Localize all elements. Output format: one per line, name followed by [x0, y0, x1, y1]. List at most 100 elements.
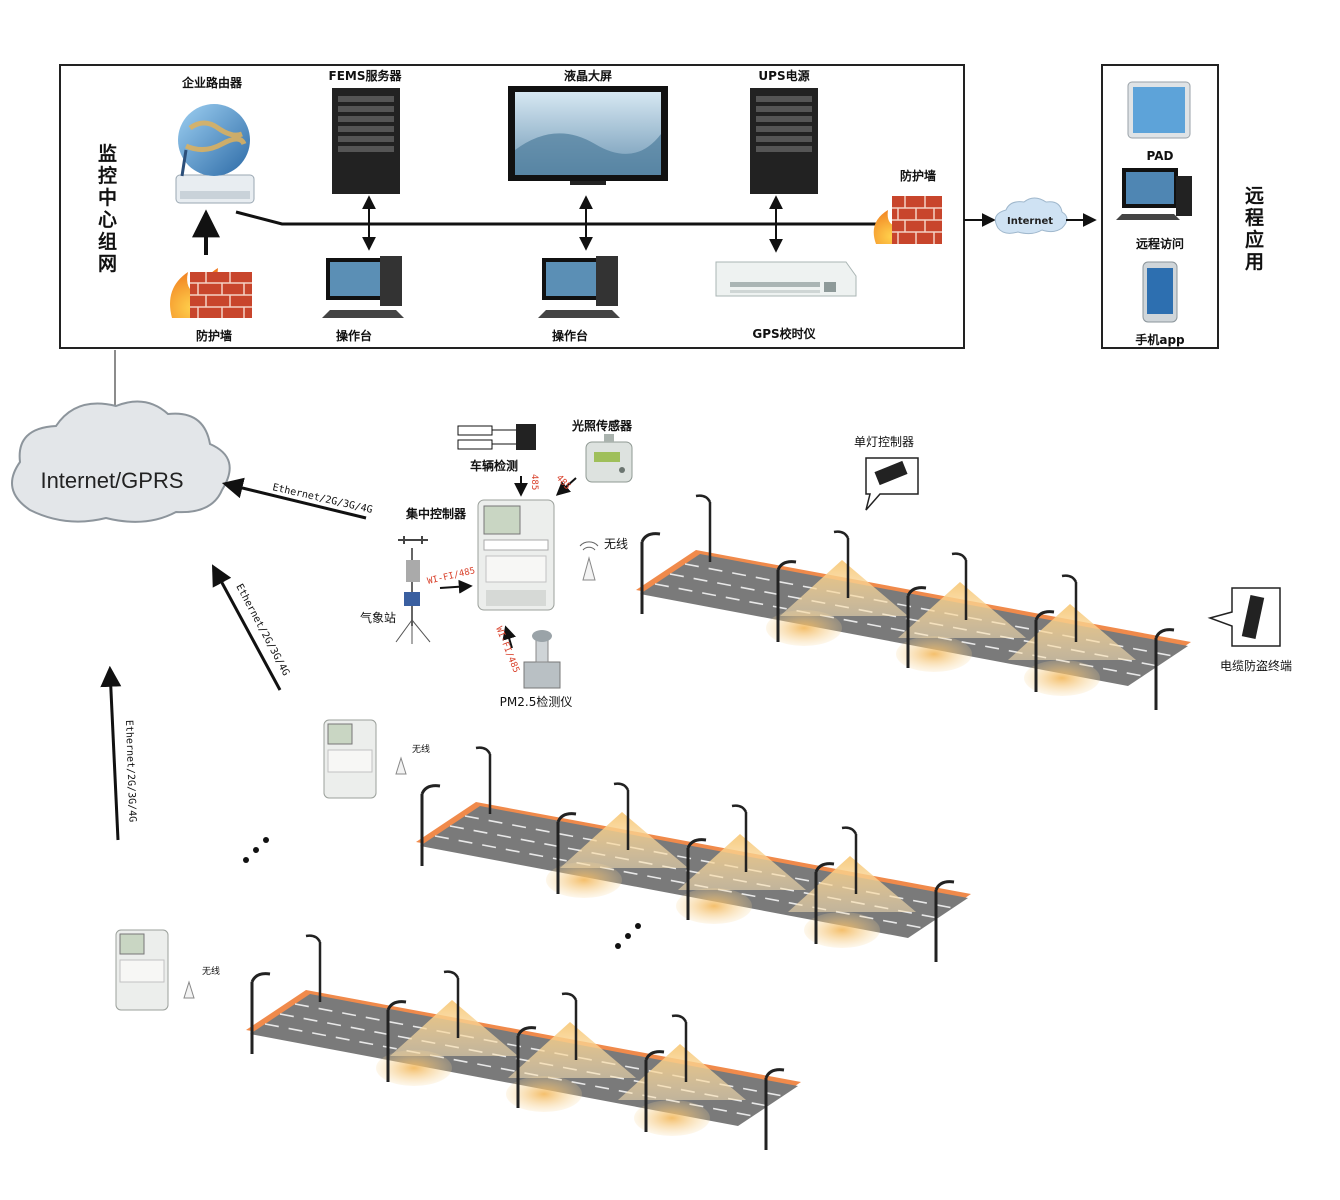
vehicle-detector-icon [457, 424, 536, 450]
light-glow [766, 610, 842, 646]
concentrator-icon [477, 499, 555, 611]
phone-icon [1142, 261, 1178, 323]
monitor-title-c3: 中 [98, 186, 117, 209]
link-pm25-concentrator [502, 625, 516, 649]
pc-label: 远程访问 [1136, 236, 1184, 251]
wireless-label-2: 无线 [412, 743, 430, 755]
street-lamp-arm [475, 746, 492, 755]
monitor-title-c5: 组 [98, 230, 117, 253]
street-road-3 [246, 934, 801, 1150]
link-weather-concentrator [439, 579, 473, 594]
light-cone [508, 1022, 636, 1078]
street-lamp-arm [764, 1068, 785, 1079]
street-lamp-arm [613, 782, 630, 791]
cloud-label: Internet/GPRS [40, 468, 183, 493]
street-lamp-arm [305, 934, 322, 943]
router-label: 企业路由器 [181, 75, 243, 90]
gps-timer-icon [715, 261, 857, 297]
street-lamp-arm [1061, 574, 1078, 583]
street-lamp-arm [695, 494, 712, 503]
ethernet-arrow-1 [221, 477, 367, 520]
monitor-title-c4: 心 [98, 209, 117, 231]
console-1-icon [322, 256, 404, 318]
street-road-1 [636, 494, 1191, 710]
street-lamp-arm [671, 1014, 688, 1023]
light-glow [1024, 660, 1100, 696]
wireless-antenna-icon [579, 541, 599, 581]
light-glow [634, 1100, 710, 1136]
phone-label: 手机app [1135, 332, 1185, 347]
street-lamp-arm [833, 530, 850, 539]
street-lamp-arm [731, 804, 748, 813]
light-glow [506, 1076, 582, 1112]
street-lamp-arm [814, 862, 835, 873]
street-lamp-arm [686, 838, 707, 849]
weather-label: 气象站 [360, 610, 396, 625]
street-lamp-arm [934, 880, 955, 891]
street-lamp-arm [1154, 628, 1175, 639]
link-light-concentrator [555, 477, 577, 496]
internet-gprs-cloud [11, 400, 231, 523]
light-cone [560, 812, 688, 868]
light-cone [898, 582, 1026, 638]
monitor-title-c2: 控 [98, 164, 117, 187]
firewall-right-label: 防护墙 [900, 168, 936, 183]
street-lamp-arm [640, 532, 661, 543]
street-lamp-arm [250, 972, 271, 983]
light-glow [376, 1050, 452, 1086]
internet-label: Internet [1007, 216, 1053, 227]
street-lamp-arm [443, 970, 460, 979]
port-485-vehicle: 485 [529, 474, 539, 490]
monitor-center-title: 监 控 中 心 组 网 [98, 142, 117, 275]
monitor-title-c6: 网 [98, 253, 117, 275]
light-cone [1008, 604, 1136, 660]
weather-station-icon [395, 536, 431, 644]
ups-power-icon [750, 88, 818, 194]
pm25-label: PM2.5检测仪 [500, 694, 573, 709]
light-cone [788, 856, 916, 912]
light-glow [896, 636, 972, 672]
ellipsis-dots-1 [243, 837, 269, 863]
light-glow [546, 862, 622, 898]
light-glow [804, 912, 880, 948]
light-glow [676, 888, 752, 924]
street-lamp-arm [841, 826, 858, 835]
pc-icon [1116, 168, 1192, 220]
light-cone [390, 1000, 518, 1056]
lcd-screen-icon [508, 86, 668, 185]
light-cone [618, 1044, 746, 1100]
cable-label: 电缆防盗终端 [1220, 658, 1292, 673]
street-lamp-arm [951, 552, 968, 561]
pad-icon [1127, 81, 1191, 139]
ups-label: UPS电源 [758, 68, 809, 83]
vehicle-label: 车辆检测 [470, 458, 518, 473]
light-cone [780, 560, 908, 616]
router-icon [175, 104, 255, 204]
street-lamp-arm [906, 586, 927, 597]
street-road-2 [416, 746, 971, 962]
internet-cloud-small [994, 197, 1068, 235]
ethernet-arrow-3 [100, 665, 122, 841]
street-lamp-arm [556, 812, 577, 823]
single-lamp-controller-icon [865, 457, 919, 511]
street-lamp-arm [561, 992, 578, 1001]
street-lamp-arm [516, 1026, 537, 1037]
monitor-title-c1: 监 [98, 142, 117, 165]
wifi-485-weather: WI-FI/485 [426, 566, 476, 587]
concentrator-2-icon [323, 719, 377, 799]
remote-title-c3: 应 [1245, 228, 1264, 251]
light-sensor-label: 光照传感器 [571, 418, 633, 433]
fems-label: FEMS服务器 [329, 68, 403, 83]
ethernet-label-3: Ethernet/2G/3G/4G [123, 720, 138, 823]
port-485-light: 485 [554, 473, 572, 492]
light-sensor-icon [585, 434, 633, 483]
remote-title-c1: 远 [1245, 185, 1264, 207]
firewall-left-icon [170, 268, 252, 318]
concentrator-3-icon [115, 929, 169, 1011]
wireless-label: 无线 [604, 537, 628, 551]
console-2-icon [538, 256, 620, 318]
fems-server-icon [332, 88, 400, 194]
wireless-antenna-2-icon [395, 756, 407, 775]
wireless-label-3: 无线 [202, 965, 220, 977]
firewall-left-label: 防护墙 [196, 328, 232, 343]
